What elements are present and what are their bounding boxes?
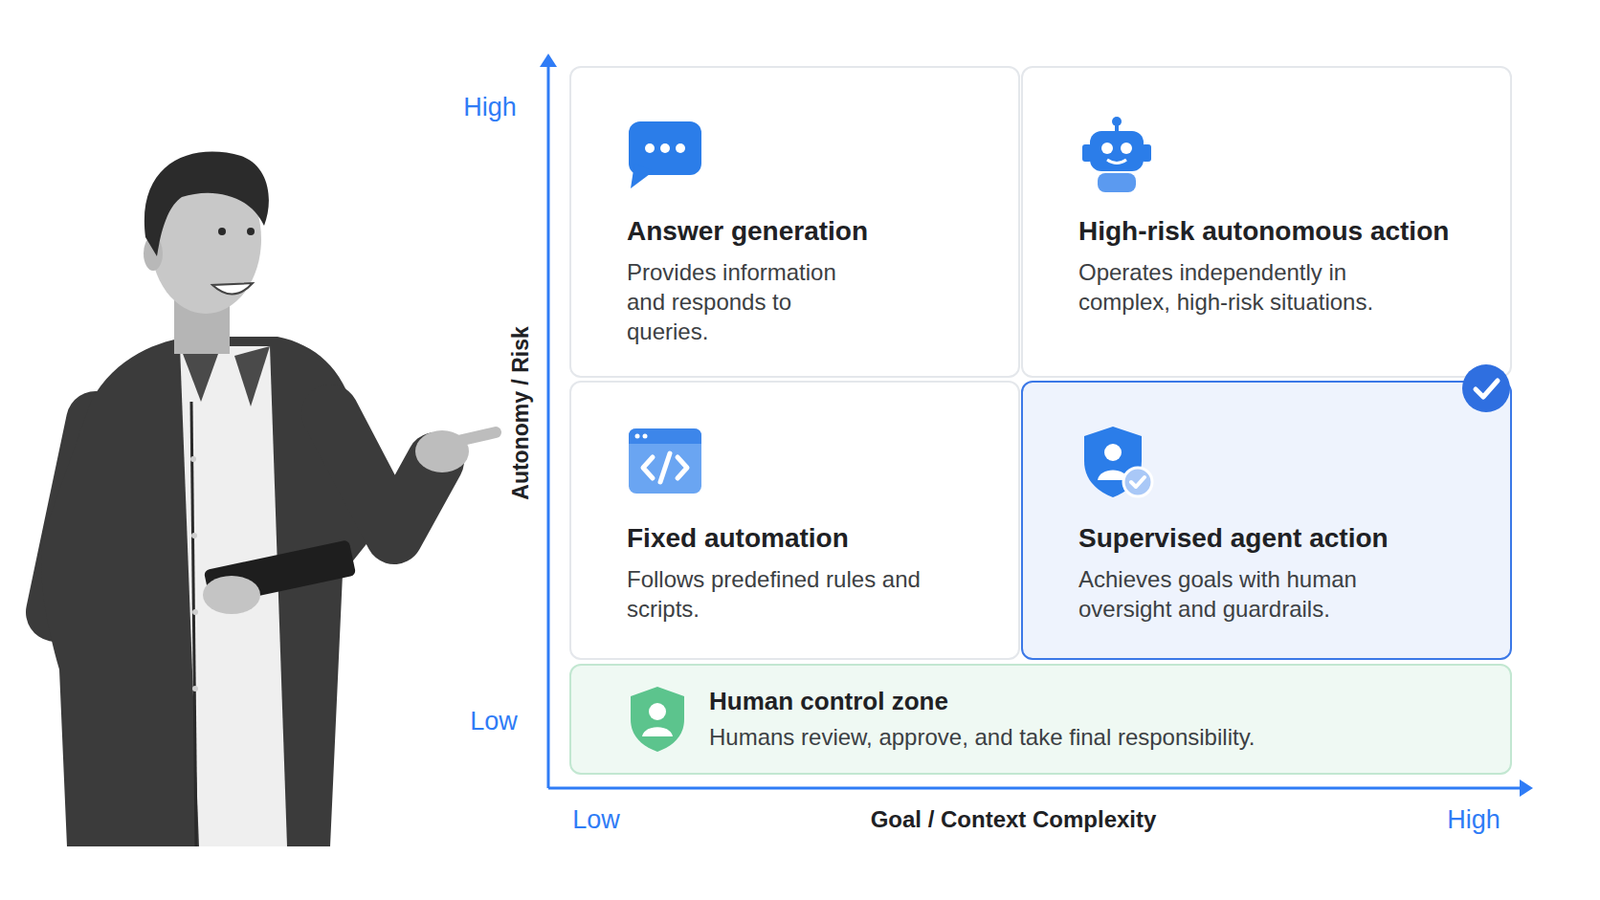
person-illustration-part xyxy=(179,346,219,402)
quadrant-box: High-risk autonomous actionOperates inde… xyxy=(1021,66,1512,378)
quadrant-icon-part-part xyxy=(1111,116,1122,127)
selected-check-badge-part xyxy=(1461,363,1512,414)
person-illustration-part xyxy=(218,227,226,236)
axis-end-label: Low xyxy=(572,805,621,836)
person-illustration-part xyxy=(179,346,288,847)
box-heading: Fixed automation xyxy=(626,522,1000,556)
quadrant-icon-part-part xyxy=(1123,467,1153,497)
quadrant-icon-part-part xyxy=(660,453,670,483)
quadrant-icon-part-part xyxy=(1131,477,1145,488)
quadrant-icon-part-part xyxy=(628,428,702,494)
axis-title: Goal / Context Complexity xyxy=(870,806,1157,834)
person-illustration-part xyxy=(246,227,255,236)
quadrant-icon xyxy=(1078,115,1156,193)
axis-end-label: High xyxy=(1446,805,1501,836)
person-illustration-part xyxy=(190,456,197,463)
quadrant-icon-part-part xyxy=(660,143,670,154)
quadrant-icon-part xyxy=(626,115,704,193)
person-illustration-part xyxy=(212,283,253,295)
quadrant-icon xyxy=(626,115,704,193)
axes-part xyxy=(547,65,551,789)
quadrant-icon-part-part xyxy=(677,457,688,479)
axis-end-label: High xyxy=(463,92,517,123)
person-illustration-part xyxy=(234,346,270,407)
quadrant-icon-part-part xyxy=(1097,173,1136,193)
box-heading: Human control zone xyxy=(709,687,1256,717)
quadrant-icon-part xyxy=(626,685,689,755)
person-illustration-part xyxy=(144,152,269,257)
zone-text: Human control zoneHumans review, approve… xyxy=(709,687,1256,753)
quadrant-icon-part-part xyxy=(675,143,686,154)
quadrant-icon xyxy=(1078,422,1156,500)
quadrant-box: Fixed automationFollows predefined rules… xyxy=(569,380,1021,661)
quadrant-icon-part xyxy=(1078,422,1156,500)
person-illustration-part xyxy=(415,430,469,473)
box-heading: Answer generation xyxy=(626,215,1000,248)
quadrant-icon-part-part xyxy=(643,434,648,440)
box-description: Provides information and responds to que… xyxy=(626,257,878,348)
quadrant-icon-part-part xyxy=(1120,142,1133,155)
axis-end-label: Low xyxy=(469,707,518,737)
quadrant-icon-part-part xyxy=(1104,444,1122,462)
quadrant-icon xyxy=(626,422,704,500)
axes xyxy=(539,53,1534,798)
box-heading: Supervised agent action xyxy=(1078,522,1491,556)
quadrant-box: Answer generationProvides information an… xyxy=(569,66,1021,378)
quadrant-box: Supervised agent actionAchieves goals wi… xyxy=(1021,380,1512,661)
quadrant-icon xyxy=(626,685,689,755)
person-illustration-part xyxy=(202,576,261,615)
quadrant-icon-part-part xyxy=(642,727,673,737)
selected-check-badge-part-part xyxy=(1462,364,1511,413)
box-heading: High-risk autonomous action xyxy=(1078,215,1491,248)
selected-check-badge-part-part xyxy=(1475,380,1498,398)
axes-part xyxy=(548,787,1522,791)
person-illustration xyxy=(41,152,496,847)
person-illustration-part xyxy=(191,401,197,847)
quadrant-icon-part-part xyxy=(1101,142,1113,155)
person-illustration-part xyxy=(191,533,198,539)
person-illustration-part xyxy=(330,413,436,536)
box-description: Operates independently in complex, high-… xyxy=(1078,257,1395,317)
axes-part xyxy=(539,53,557,67)
quadrant-icon-part-part xyxy=(630,163,654,189)
quadrant-icon-part-part xyxy=(1089,131,1144,172)
box-description: Humans review, approve, and take final r… xyxy=(709,722,1256,753)
control-zone-band: Human control zoneHumans review, approve… xyxy=(569,664,1512,776)
box-description: Follows predefined rules and scripts. xyxy=(626,564,953,624)
axes-part xyxy=(1519,779,1534,798)
person-illustration-part xyxy=(192,609,199,616)
quadrant-icon-part-part xyxy=(635,434,641,440)
box-description: Achieves goals with human oversight and … xyxy=(1078,564,1423,624)
quadrant-icon-part-part xyxy=(644,143,655,154)
quadrant-icon-part-part xyxy=(648,703,667,721)
quadrant-icon-part xyxy=(626,422,704,500)
quadrant-icon-part-part xyxy=(1107,159,1127,164)
quadrant-icon-part-part xyxy=(643,457,653,479)
quadrant-icon-part xyxy=(1078,115,1156,193)
quadrant-icon-part-part xyxy=(628,428,702,445)
quadrant-icon-part-part xyxy=(630,687,685,753)
person-illustration-part xyxy=(192,686,199,692)
axis-title: Autonomy / Risk xyxy=(508,326,534,500)
selected-check-badge xyxy=(1461,363,1512,414)
